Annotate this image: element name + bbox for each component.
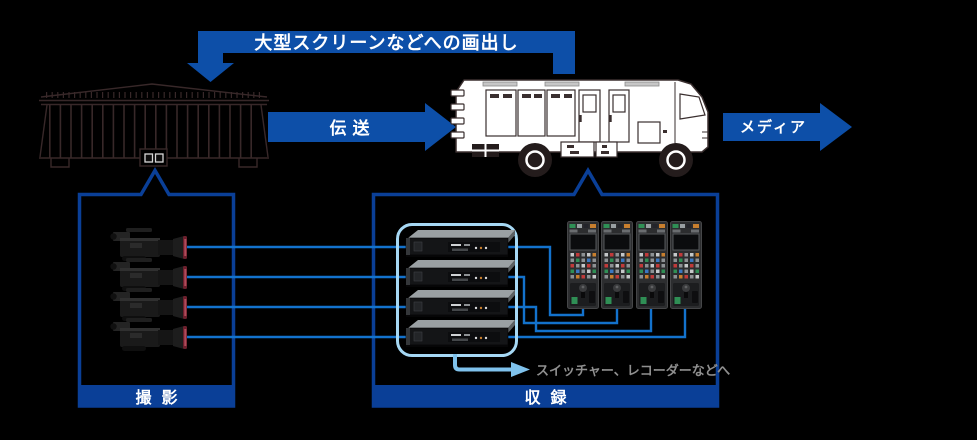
switcher-output-arrow xyxy=(453,354,530,377)
control-panel xyxy=(567,221,599,309)
control-panel xyxy=(636,221,668,309)
ccu-unit xyxy=(404,228,516,258)
ccu-unit xyxy=(404,258,516,288)
control-panel xyxy=(601,221,633,309)
media-arrow xyxy=(723,103,852,151)
recording-section-label: 収録 xyxy=(524,390,577,407)
stadium-illustration xyxy=(39,83,269,168)
ccu3-to-panel3-line xyxy=(506,305,653,333)
media-label: メディア xyxy=(740,119,807,136)
screen-output-label: 大型スクリーンなどへの画出し xyxy=(254,32,519,53)
shooting-section-bar: 撮影 xyxy=(78,385,235,407)
camera-icon xyxy=(110,317,188,353)
recording-section-bar: 収録 xyxy=(372,385,719,407)
ob-van-illustration xyxy=(450,79,709,177)
ccu2-to-panel2-line xyxy=(506,275,619,325)
camera-to-ccu-lines xyxy=(186,245,412,339)
ccu-unit xyxy=(404,288,516,318)
ccu-unit xyxy=(404,318,516,348)
shooting-section-label: 撮影 xyxy=(135,390,188,407)
switcher-note: スイッチャー、レコーダーなどへ xyxy=(536,363,731,378)
transmission-label: 伝送 xyxy=(329,119,376,138)
ccu1-to-panel1-line xyxy=(506,245,585,317)
control-panel xyxy=(670,221,702,309)
screen-output-arrow xyxy=(187,31,575,82)
ccu4-to-panel4-line xyxy=(506,308,687,339)
transmission-arrow xyxy=(268,103,456,151)
